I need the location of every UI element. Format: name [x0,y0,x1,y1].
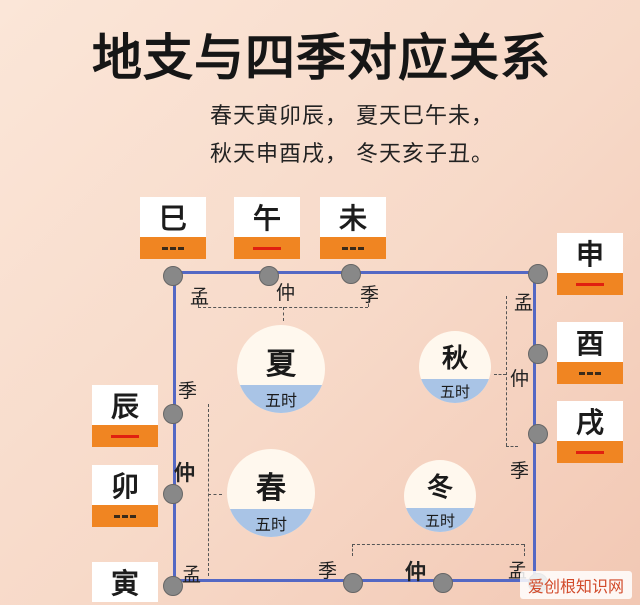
dash-mark-icon [114,514,136,518]
season-name: 冬 [426,473,453,503]
label-zhong: 仲 [174,461,195,485]
season-time: 五时 [227,509,315,537]
solid-mark-icon [576,450,604,454]
dashed-bracket [524,544,525,556]
branch-char: 卯 [92,465,158,505]
season-name: 秋 [441,344,468,374]
season-winter: 冬 五时 [404,460,476,532]
season-autumn: 秋 五时 [419,331,491,403]
position-dot [163,266,183,286]
branch-mark [557,362,623,384]
branch-card-you: 酉 [557,322,623,384]
label-ji: 季 [318,560,338,582]
dashed-bracket [352,544,353,556]
branch-card-mao: 卯 [92,465,158,527]
season-time: 五时 [419,379,491,403]
label-zhong: 仲 [510,368,530,390]
season-time: 五时 [404,508,476,532]
branch-char: 申 [557,233,623,273]
branch-char: 辰 [92,385,158,425]
branch-mark [140,237,206,259]
watermark: 爱创根知识网 [519,571,632,599]
subtitle-line-2: 秋天申酉戌， 冬天亥子丑。 [210,142,494,167]
branch-mark [557,441,623,463]
label-ji: 季 [360,284,380,306]
label-zhong: 仲 [405,560,426,584]
subtitle-line-1: 春天寅卯辰， 夏天巳午未， [210,104,494,129]
dashed-bracket [506,296,507,446]
position-dot [163,404,183,424]
position-dot [528,264,548,284]
label-meng: 孟 [182,564,202,586]
branch-card-shen: 申 [557,233,623,295]
dashed-bracket [506,446,518,447]
label-meng: 孟 [190,286,210,308]
position-dot [433,573,453,593]
branch-card-si: 巳 [140,197,206,259]
branch-mark [92,505,158,527]
dash-mark-icon [162,246,184,250]
season-time: 五时 [237,385,325,413]
solid-mark-icon [576,282,604,286]
solid-mark-icon [111,434,139,438]
season-name: 春 [256,471,286,506]
branch-card-wu: 午 [234,197,300,259]
dashed-bracket [208,404,209,576]
dashed-bracket [283,307,284,321]
season-name: 夏 [266,347,296,382]
branch-card-yin: 寅 [92,562,158,605]
dashed-bracket [352,544,524,545]
dashed-bracket [494,374,506,375]
position-dot [163,484,183,504]
label-ji: 季 [510,460,530,482]
position-dot [528,424,548,444]
label-zhong: 仲 [276,282,296,304]
branch-mark [320,237,386,259]
branch-char: 未 [320,197,386,237]
solid-mark-icon [253,246,281,250]
position-dot [341,264,361,284]
branch-char: 寅 [92,562,158,602]
position-dot [343,573,363,593]
dashed-bracket [368,297,369,307]
branch-char: 午 [234,197,300,237]
branch-card-chen: 辰 [92,385,158,447]
branch-mark [92,425,158,447]
branch-char: 戌 [557,401,623,441]
branch-card-xu: 戌 [557,401,623,463]
branch-char: 酉 [557,322,623,362]
season-spring: 春 五时 [227,449,315,537]
label-ji: 季 [178,380,198,402]
branch-char: 巳 [140,197,206,237]
position-dot [259,266,279,286]
dashed-bracket [198,297,199,307]
position-dot [163,576,183,596]
dash-mark-icon [579,371,601,375]
branch-mark [234,237,300,259]
label-meng: 孟 [514,292,534,314]
dashed-bracket [208,494,222,495]
branch-card-wei: 未 [320,197,386,259]
branch-mark [557,273,623,295]
dash-mark-icon [342,246,364,250]
page-title: 地支与四季对应关系 [92,29,551,87]
position-dot [528,344,548,364]
season-summer: 夏 五时 [237,325,325,413]
